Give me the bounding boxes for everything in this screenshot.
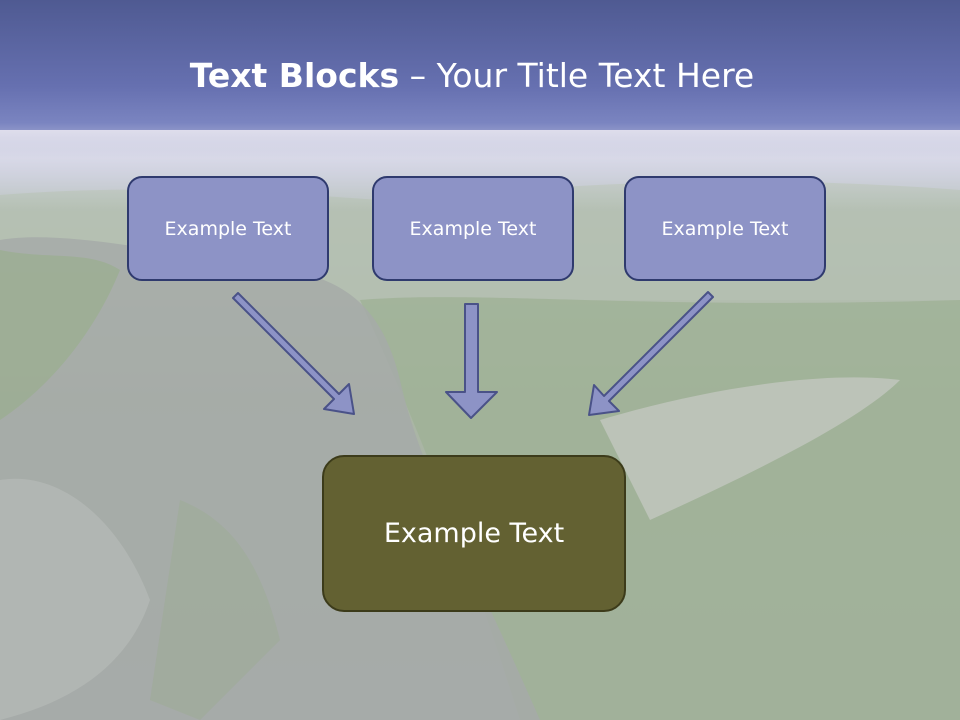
text-block-label: Example Text xyxy=(409,217,537,240)
text-block-label: Example Text xyxy=(661,217,789,240)
arrow-center-icon xyxy=(445,303,498,419)
title-rest: Your Title Text Here xyxy=(436,56,755,95)
title-bold: Text Blocks xyxy=(189,56,400,95)
arrow-right-icon xyxy=(588,291,714,416)
text-block-label: Example Text xyxy=(164,217,292,240)
text-block-bottom[interactable]: Example Text xyxy=(322,455,626,612)
text-block-top-right[interactable]: Example Text xyxy=(624,176,826,281)
text-block-top-center[interactable]: Example Text xyxy=(372,176,574,281)
arrow-left-icon xyxy=(232,292,355,415)
text-block-label: Example Text xyxy=(383,518,565,549)
slide-title: Text Blocks – Your Title Text Here xyxy=(0,54,944,98)
title-dash: – xyxy=(399,56,437,95)
text-block-top-left[interactable]: Example Text xyxy=(127,176,329,281)
